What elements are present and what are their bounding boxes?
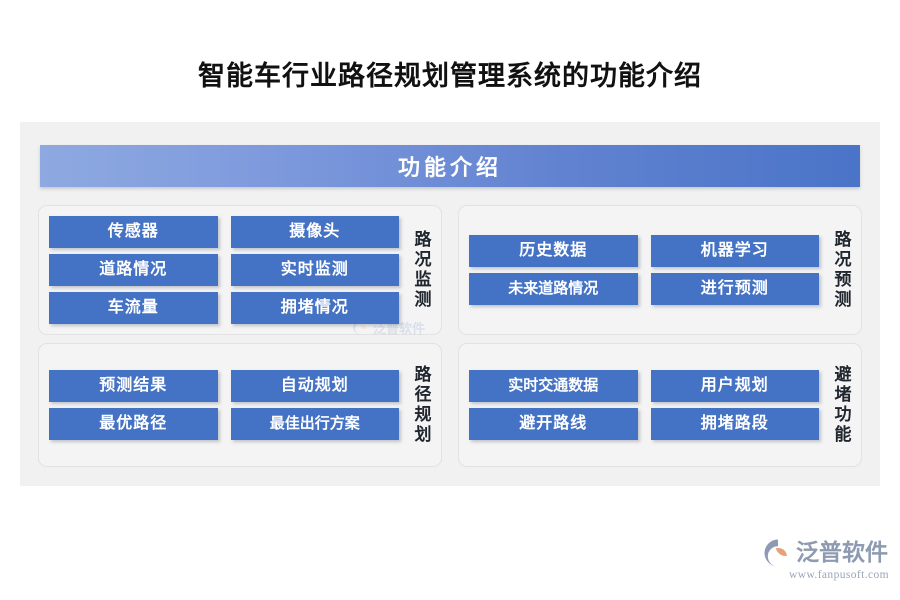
feature-card-traffic-monitoring[interactable]: 传感器 道路情况 车流量 摄像头 实时监测 拥堵情况 路况监测 — [38, 205, 442, 335]
feature-chip[interactable]: 实时交通数据 — [469, 370, 638, 402]
feature-card-grid: 传感器 道路情况 车流量 摄像头 实时监测 拥堵情况 路况监测 历史数据 — [38, 205, 862, 467]
card-vertical-label: 避堵功能 — [831, 365, 851, 445]
card-column-right: 用户规划 拥堵路段 — [650, 370, 819, 440]
fanpu-logo-icon — [764, 539, 787, 567]
feature-chip[interactable]: 自动规划 — [230, 370, 399, 402]
feature-chip[interactable]: 拥堵路段 — [650, 408, 819, 440]
logo-wordmark: 泛普软件 — [796, 540, 888, 565]
card-column-left: 历史数据 未来道路情况 — [469, 235, 638, 305]
card-vertical-label: 路况预测 — [831, 230, 851, 310]
feature-chip[interactable]: 用户规划 — [650, 370, 819, 402]
logo-url: www.fanpusoft.com — [789, 569, 889, 581]
feature-chip[interactable]: 进行预测 — [650, 273, 819, 305]
feature-chip[interactable]: 历史数据 — [469, 235, 638, 267]
feature-chip[interactable]: 实时监测 — [230, 254, 399, 286]
feature-chip[interactable]: 传感器 — [49, 216, 218, 248]
card-column-right: 机器学习 进行预测 — [650, 235, 819, 305]
feature-card-route-planning[interactable]: 预测结果 最优路径 自动规划 最佳出行方案 路径规划 — [38, 343, 442, 467]
content-panel: 功能介绍 传感器 道路情况 车流量 摄像头 实时监测 拥堵情况 — [20, 122, 880, 486]
card-chip-columns: 传感器 道路情况 车流量 摄像头 实时监测 拥堵情况 — [49, 216, 405, 324]
feature-chip[interactable]: 车流量 — [49, 292, 218, 324]
feature-chip[interactable]: 最优路径 — [49, 408, 218, 440]
feature-chip[interactable]: 预测结果 — [49, 370, 218, 402]
card-chip-columns: 历史数据 未来道路情况 机器学习 进行预测 — [469, 235, 825, 305]
feature-chip[interactable]: 最佳出行方案 — [230, 408, 399, 440]
page-title: 智能车行业路径规划管理系统的功能介绍 — [198, 61, 702, 91]
feature-chip[interactable]: 道路情况 — [49, 254, 218, 286]
section-banner: 功能介绍 — [40, 145, 860, 187]
card-vertical-label: 路径规划 — [411, 365, 431, 445]
footer-brand-logo: 泛普软件 www.fanpusoft.com — [762, 537, 890, 585]
feature-chip[interactable]: 避开路线 — [469, 408, 638, 440]
card-column-right: 自动规划 最佳出行方案 — [230, 370, 399, 440]
card-column-left: 实时交通数据 避开路线 — [469, 370, 638, 440]
card-chip-columns: 实时交通数据 避开路线 用户规划 拥堵路段 — [469, 370, 825, 440]
feature-chip[interactable]: 拥堵情况 — [230, 292, 399, 324]
feature-card-congestion-avoidance[interactable]: 实时交通数据 避开路线 用户规划 拥堵路段 避堵功能 — [458, 343, 862, 467]
card-column-left: 预测结果 最优路径 — [49, 370, 218, 440]
feature-chip[interactable]: 未来道路情况 — [469, 273, 638, 305]
card-column-right: 摄像头 实时监测 拥堵情况 — [230, 216, 399, 324]
card-vertical-label: 路况监测 — [411, 230, 431, 310]
card-chip-columns: 预测结果 最优路径 自动规划 最佳出行方案 — [49, 370, 405, 440]
card-column-left: 传感器 道路情况 车流量 — [49, 216, 218, 324]
feature-chip[interactable]: 机器学习 — [650, 235, 819, 267]
section-banner-title: 功能介绍 — [397, 155, 502, 180]
logo-row: 泛普软件 — [762, 537, 890, 569]
feature-card-traffic-prediction[interactable]: 历史数据 未来道路情况 机器学习 进行预测 路况预测 — [458, 205, 862, 335]
feature-chip[interactable]: 摄像头 — [230, 216, 399, 248]
